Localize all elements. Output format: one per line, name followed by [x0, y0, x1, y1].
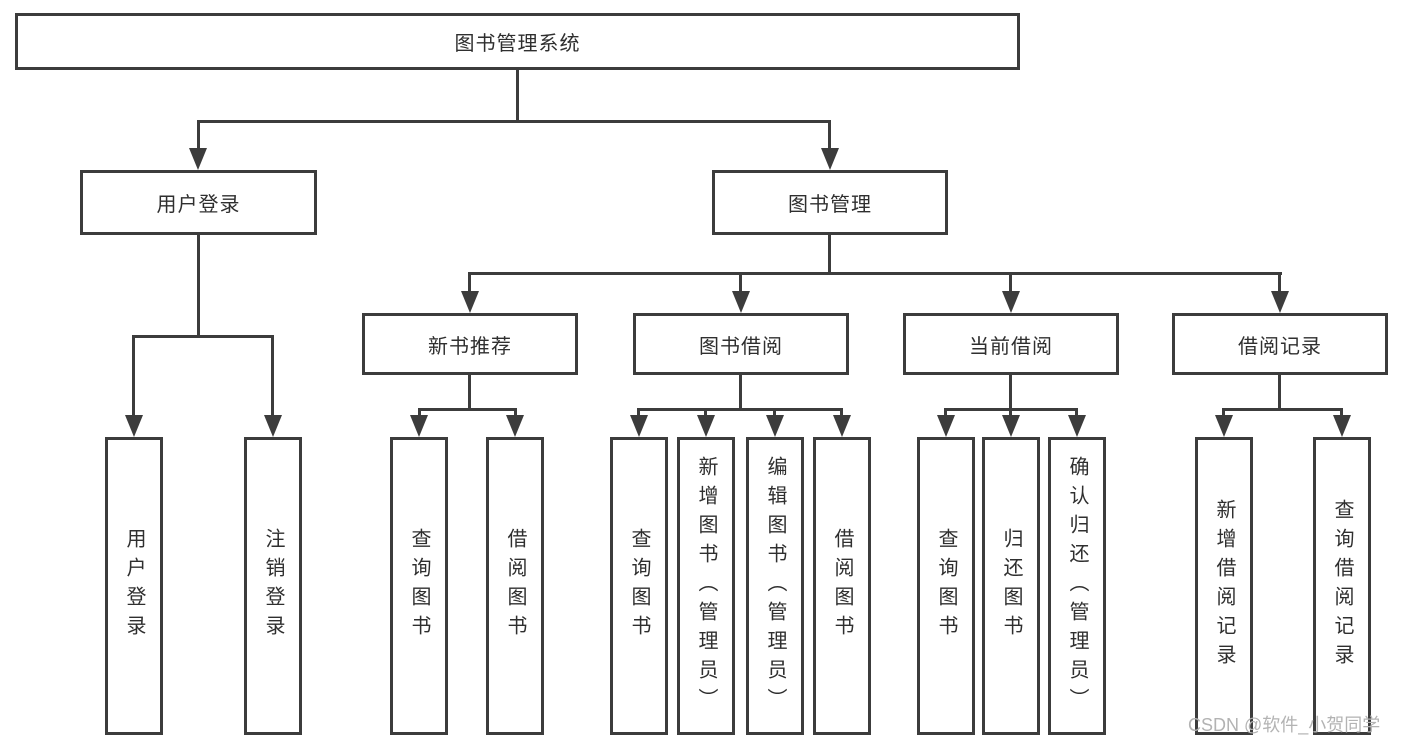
connector-line [1075, 408, 1078, 417]
arrow-down-icon [630, 415, 648, 437]
node-label: 查询图书 [628, 528, 650, 644]
connector-line [197, 120, 831, 123]
arrow-down-icon [1333, 415, 1351, 437]
node-label: 用户登录 [123, 528, 145, 644]
node-label: 查询借阅记录 [1331, 499, 1353, 673]
arrow-down-icon [937, 415, 955, 437]
node-label: 新增图书（管理员） [695, 455, 717, 717]
node-section-new-books: 新书推荐 [362, 313, 578, 375]
node-leaf-query-books-1: 查询图书 [390, 437, 448, 735]
connector-line [1009, 272, 1012, 291]
connector-line [944, 408, 947, 417]
connector-line [468, 272, 471, 291]
connector-line [828, 235, 831, 272]
connector-line [197, 120, 200, 148]
connector-line [1278, 375, 1281, 408]
connector-line [1222, 408, 1343, 411]
arrow-down-icon [766, 415, 784, 437]
arrow-down-icon [264, 415, 282, 437]
arrow-down-icon [821, 148, 839, 170]
node-leaf-query-borrow-record: 查询借阅记录 [1313, 437, 1371, 735]
arrow-down-icon [833, 415, 851, 437]
node-label: 图书借阅 [699, 335, 783, 358]
arrow-down-icon [189, 148, 207, 170]
arrow-down-icon [125, 415, 143, 437]
node-leaf-query-books-3: 查询图书 [917, 437, 975, 735]
connector-line [1340, 408, 1343, 417]
node-leaf-add-books-admin: 新增图书（管理员） [677, 437, 735, 735]
node-leaf-user-login: 用户登录 [105, 437, 163, 735]
connector-line [1009, 375, 1012, 408]
node-label: 归还图书 [1000, 528, 1022, 644]
arrow-down-icon [461, 291, 479, 313]
connector-line [132, 335, 274, 338]
connector-line [418, 408, 517, 411]
arrow-down-icon [506, 415, 524, 437]
node-label: 借阅图书 [504, 528, 526, 644]
connector-line [828, 120, 831, 148]
node-leaf-add-borrow-record: 新增借阅记录 [1195, 437, 1253, 735]
connector-line [132, 335, 135, 415]
connector-line [1278, 272, 1281, 291]
node-section-borrowing: 图书借阅 [633, 313, 849, 375]
connector-line [468, 272, 1282, 275]
connector-line [840, 408, 843, 417]
connector-line [271, 335, 274, 415]
node-label: 借阅图书 [831, 528, 853, 644]
node-leaf-logout: 注销登录 [244, 437, 302, 735]
connector-line [1222, 408, 1225, 417]
node-label: 借阅记录 [1238, 335, 1322, 358]
arrow-down-icon [1215, 415, 1233, 437]
connector-line [1009, 408, 1012, 417]
arrow-down-icon [697, 415, 715, 437]
node-leaf-edit-books-admin: 编辑图书（管理员） [746, 437, 804, 735]
node-branch-user-login: 用户登录 [80, 170, 317, 235]
connector-line [637, 408, 843, 411]
node-leaf-query-books-2: 查询图书 [610, 437, 668, 735]
node-root-label: 图书管理系统 [454, 33, 581, 55]
node-leaf-borrow-books-1: 借阅图书 [486, 437, 544, 735]
node-branch-book-management: 图书管理 [712, 170, 948, 235]
arrow-down-icon [732, 291, 750, 313]
connector-line [468, 375, 471, 408]
node-section-borrow-records: 借阅记录 [1172, 313, 1388, 375]
node-label: 图书管理 [788, 194, 872, 216]
arrow-down-icon [1002, 291, 1020, 313]
csdn-watermark: CSDN @软件_小贺同学 [1188, 715, 1381, 735]
node-leaf-borrow-books-2: 借阅图书 [813, 437, 871, 735]
node-label: 用户登录 [156, 194, 241, 216]
node-root: 图书管理系统 [15, 13, 1020, 70]
node-section-current-borrow: 当前借阅 [903, 313, 1119, 375]
connector-line [516, 70, 519, 120]
connector-line [514, 408, 517, 417]
connector-line [739, 375, 742, 408]
arrow-down-icon [410, 415, 428, 437]
node-label: 新增借阅记录 [1213, 499, 1235, 673]
node-label: 当前借阅 [969, 335, 1053, 358]
node-leaf-confirm-return-admin: 确认归还（管理员） [1048, 437, 1106, 735]
connector-line [773, 408, 776, 417]
connector-line [197, 235, 200, 335]
connector-line [739, 272, 742, 291]
node-label: 确认归还（管理员） [1066, 455, 1088, 717]
arrow-down-icon [1271, 291, 1289, 313]
node-label: 新书推荐 [428, 335, 512, 358]
node-label: 查询图书 [408, 528, 430, 644]
connector-line [418, 408, 421, 417]
arrow-down-icon [1068, 415, 1086, 437]
node-label: 注销登录 [262, 528, 284, 644]
node-label: 编辑图书（管理员） [764, 455, 786, 717]
node-label: 查询图书 [935, 528, 957, 644]
node-leaf-return-books: 归还图书 [982, 437, 1040, 735]
connector-line [704, 408, 707, 417]
arrow-down-icon [1002, 415, 1020, 437]
connector-line [637, 408, 640, 417]
